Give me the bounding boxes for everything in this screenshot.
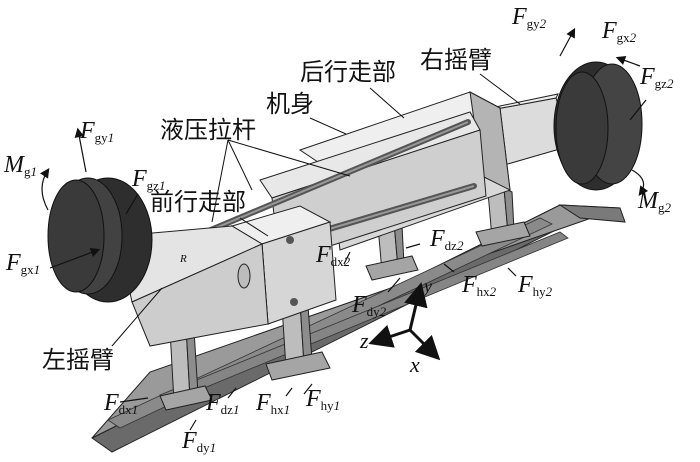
label-front-walking-unit: 前行走部 — [150, 188, 246, 216]
force-label-Mg2: Mg2 — [637, 188, 672, 215]
axis-label-z: z — [359, 328, 369, 353]
left-swing-arm: R — [117, 225, 269, 347]
body-mark-r: R — [179, 253, 187, 265]
force-label-Mg1: Mg1 — [3, 152, 37, 179]
force-label-Fgz1: Fgz1 — [131, 166, 165, 193]
force-label-Fdy2: Fdy2 — [351, 292, 387, 319]
label-rear-walking-unit: 后行走部 — [300, 58, 396, 86]
label-left-swing-arm: 左摇臂 — [42, 346, 114, 374]
force-label-Fdz1: Fdz1 — [205, 390, 239, 417]
force-label-Fhx2: Fhx2 — [461, 272, 497, 299]
ground-plate — [91, 204, 626, 453]
coordinate-axes — [368, 282, 441, 361]
force-label-Fdx1: Fdx1 — [103, 390, 138, 417]
rear-support-legs — [365, 187, 531, 281]
label-hydraulic-rod: 液压拉杆 — [160, 116, 256, 144]
force-label-Fhx1: Fhx1 — [255, 390, 290, 417]
label-right-swing-arm: 右摇臂 — [420, 46, 492, 74]
force-label-Fdz2: Fdz2 — [429, 226, 464, 253]
force-label-Fdy1: Fdy1 — [181, 428, 216, 455]
label-leaders — [111, 73, 521, 347]
force-label-Fhy1: Fhy1 — [305, 386, 340, 413]
force-label-Fdx2: Fdx2 — [315, 242, 351, 269]
axis-label-x: x — [409, 352, 420, 377]
right-wheel — [553, 61, 643, 191]
force-label-Fgy2: Fgy2 — [511, 4, 547, 31]
force-label-Fgx2: Fgx2 — [601, 18, 637, 45]
label-body: 机身 — [266, 90, 314, 118]
force-label-Fgy1: Fgy1 — [79, 118, 114, 145]
force-label-Fgz2: Fgz2 — [639, 64, 674, 91]
axis-label-y: y — [422, 276, 432, 296]
force-label-Fhy2: Fhy2 — [517, 272, 553, 299]
force-label-Fgx1: Fgx1 — [5, 250, 40, 277]
force-arrows — [40, 27, 649, 431]
